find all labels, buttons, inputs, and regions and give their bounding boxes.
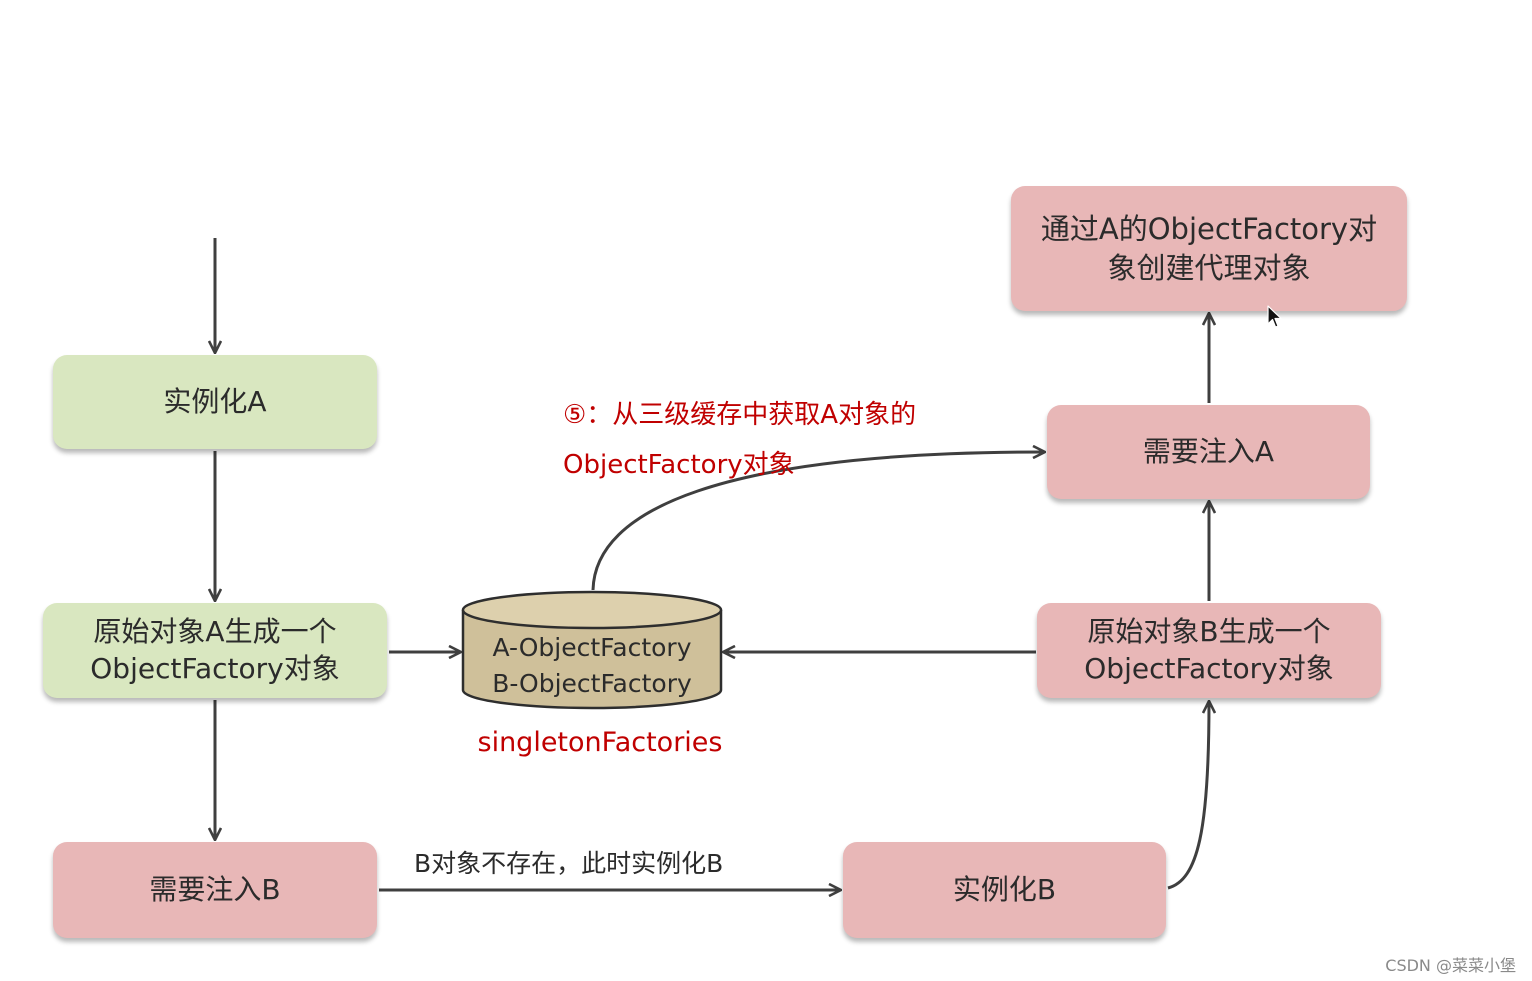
instantiate-a-label: 实例化A bbox=[163, 384, 267, 418]
instantiate-a-node: 实例化A bbox=[53, 355, 377, 449]
inject-a-node: 需要注入A bbox=[1047, 405, 1370, 499]
raw-object-b-node: 原始对象B生成一个 ObjectFactory对象 bbox=[1037, 603, 1381, 698]
create-proxy-node: 通过A的ObjectFactory对 象创建代理对象 bbox=[1011, 186, 1407, 311]
inject-b-node: 需要注入B bbox=[53, 842, 377, 938]
b-missing-edge-label: B对象不存在，此时实例化B bbox=[414, 849, 724, 878]
raw-object-b-label-line2: ObjectFactory对象 bbox=[1084, 651, 1334, 685]
arrow-inst-b-to-raw-b bbox=[1167, 702, 1209, 890]
arrow-cache-to-inject-a bbox=[591, 452, 1044, 591]
singleton-factories-label: singletonFactories bbox=[477, 727, 723, 758]
instantiate-b-node: 实例化B bbox=[843, 842, 1166, 938]
inject-b-label: 需要注入B bbox=[149, 872, 281, 906]
instantiate-b-label: 实例化B bbox=[952, 872, 1057, 906]
create-proxy-label-line1: 通过A的ObjectFactory对 bbox=[1040, 212, 1378, 247]
raw-object-a-node: 原始对象A生成一个 ObjectFactory对象 bbox=[43, 603, 387, 698]
raw-object-b-label-line1: 原始对象B生成一个 bbox=[1087, 614, 1331, 648]
inject-a-label: 需要注入A bbox=[1142, 434, 1275, 468]
create-proxy-label-line2: 象创建代理对象 bbox=[1107, 250, 1311, 285]
step5-annotation-line2: ObjectFactory对象 bbox=[563, 450, 795, 480]
raw-object-a-label-line2: ObjectFactory对象 bbox=[90, 651, 340, 685]
cache-entry-a: A-ObjectFactory bbox=[492, 633, 692, 662]
cache-entry-b: B-ObjectFactory bbox=[492, 669, 692, 698]
singleton-factories-cylinder bbox=[461, 590, 723, 710]
watermark: CSDN @菜菜小堡 bbox=[1385, 956, 1516, 975]
raw-object-a-label-line1: 原始对象A生成一个 bbox=[93, 614, 337, 648]
step5-annotation-line1: ⑤：从三级缓存中获取A对象的 bbox=[563, 400, 917, 430]
mouse-cursor-icon bbox=[1267, 305, 1283, 333]
